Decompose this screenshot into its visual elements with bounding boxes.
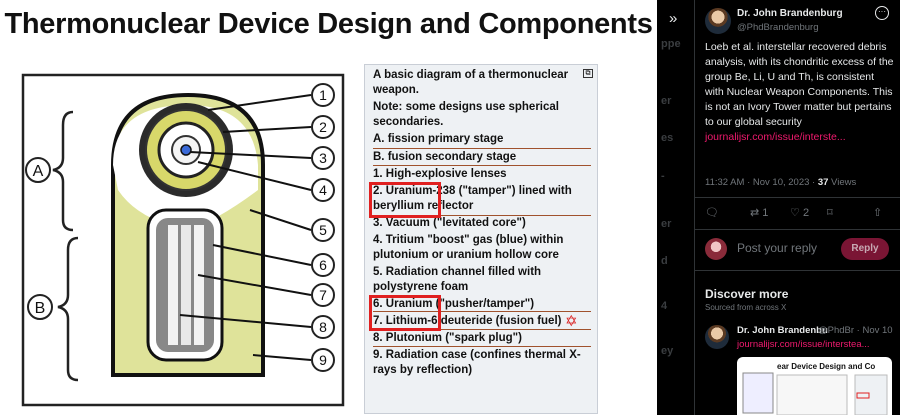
legend-line: 5. Radiation channel filled with xyxy=(373,266,542,278)
retweet-count: 1 xyxy=(762,207,769,219)
post-time[interactable]: 11:32 AM · Nov 10, 2023 · xyxy=(705,177,818,188)
legend-line: Note: some designs use spherical xyxy=(373,101,559,113)
highlight-box-uranium xyxy=(369,295,441,331)
post-text: Loeb et al. interstellar recovered debri… xyxy=(705,41,894,128)
views-count: 37 xyxy=(817,177,829,188)
callout-5: 5 xyxy=(319,222,327,238)
obscured-text: d xyxy=(661,255,668,267)
reply-input[interactable]: Post your reply xyxy=(737,241,818,255)
retweet-icon: ⇄ xyxy=(750,207,760,219)
reply-icon[interactable]: 🗨 xyxy=(705,207,719,219)
more-options-icon[interactable]: ··· xyxy=(875,6,889,20)
legend-line: weapon. xyxy=(373,84,420,96)
bookmark-icon[interactable]: ⌑ xyxy=(827,207,833,219)
thumbnail-diagram xyxy=(742,372,888,415)
expand-image-icon: ⧉ xyxy=(583,69,593,78)
legend-box: ⧉ A basic diagram of a thermonuclear wea… xyxy=(364,64,598,414)
thumbnail-title: ear Device Design and Co xyxy=(777,362,876,371)
callout-8: 8 xyxy=(319,319,327,335)
views-label: Views xyxy=(828,177,857,188)
obscured-text: es xyxy=(661,132,674,144)
obscured-text: er xyxy=(661,95,672,107)
slide-title: Thermonuclear Device Design and Componen… xyxy=(4,8,653,40)
reply-button[interactable]: Reply xyxy=(841,238,889,260)
avatar[interactable] xyxy=(705,325,729,349)
legend-rule xyxy=(373,165,591,166)
discover-heading: Discover more xyxy=(705,287,789,301)
callout-7: 7 xyxy=(319,287,327,303)
post-actions: 🗨 ⇄ 1 ♡ 2 ⌑ ⇧ xyxy=(705,206,895,222)
obscured-text: er xyxy=(661,218,672,230)
related-post-handle[interactable]: @PhdBr · Nov 10 xyxy=(818,325,893,336)
discover-subtitle: Sourced from across X xyxy=(705,303,787,312)
thermonuclear-diagram: A B 1 2 3 4 5 6 xyxy=(21,73,345,407)
heart-icon: ♡ xyxy=(790,207,800,219)
group-label-a: A xyxy=(33,163,44,180)
retweet-button[interactable]: ⇄ 1 xyxy=(750,206,768,219)
legend-line: 3. Vacuum ("levitated core") xyxy=(373,217,526,229)
legend-line: 4. Tritium "boost" gas (blue) within xyxy=(373,234,564,246)
obscured-text: 4 xyxy=(661,300,668,312)
post-meta: 11:32 AM · Nov 10, 2023 · 37 Views xyxy=(705,177,856,188)
side-rail: » ppe er es - er d 4 ey xyxy=(657,0,695,415)
legend-rule xyxy=(373,311,591,312)
related-post-image[interactable]: ear Device Design and Co xyxy=(737,357,892,415)
legend-line: A. fission primary stage xyxy=(373,133,504,145)
legend-line: rays by reflection) xyxy=(373,364,473,376)
post-body: Loeb et al. interstellar recovered debri… xyxy=(705,40,895,145)
like-count: 2 xyxy=(802,207,810,219)
highlight-box-uranium-238 xyxy=(369,182,441,218)
author-name[interactable]: Dr. John Brandenburg xyxy=(737,8,843,19)
callout-2: 2 xyxy=(319,119,327,135)
legend-line: A basic diagram of a thermonuclear xyxy=(373,69,569,81)
callout-3: 3 xyxy=(319,150,327,166)
callout-6: 6 xyxy=(319,257,327,273)
reply-avatar xyxy=(705,238,727,260)
legend-line: 2. Uranium-238 ("tamper") lined with xyxy=(373,185,572,197)
callout-4: 4 xyxy=(319,182,327,198)
legend-rule xyxy=(373,329,591,330)
share-icon[interactable]: ⇧ xyxy=(873,207,883,219)
legend-line: polystyrene foam xyxy=(373,281,469,293)
callout-1: 1 xyxy=(319,87,327,103)
related-post-link[interactable]: journalijsr.com/issue/intersteа... xyxy=(737,339,870,350)
avatar[interactable] xyxy=(705,8,731,34)
like-button[interactable]: ♡ 2 xyxy=(790,206,809,219)
post-link[interactable]: journalijsr.com/issue/interste... xyxy=(705,131,846,143)
group-label-b: B xyxy=(35,300,46,317)
related-post-author[interactable]: Dr. John Brandenbu xyxy=(737,325,828,336)
divider xyxy=(695,197,900,198)
legend-line: beryllium reflector xyxy=(373,200,474,212)
social-post-panel: » ppe er es - er d 4 ey Dr. John Branden… xyxy=(657,0,900,415)
callout-numbers: 1 2 3 4 5 6 7 8 9 xyxy=(311,83,335,372)
legend-line: 9. Radiation case (confines thermal X- xyxy=(373,349,581,361)
legend-rule xyxy=(373,148,591,149)
callout-9: 9 xyxy=(319,352,327,368)
obscured-text: ppe xyxy=(661,38,681,50)
legend-line: B. fusion secondary stage xyxy=(373,151,517,163)
presentation-slide: Thermonuclear Device Design and Componen… xyxy=(4,8,653,414)
expand-icon[interactable]: » xyxy=(669,10,678,27)
legend-line: 6. Uranium ("pusher/tamper") xyxy=(373,298,535,310)
obscured-text: - xyxy=(661,170,665,182)
star-of-david-icon: ✡ xyxy=(565,313,578,330)
legend-rule xyxy=(373,215,591,216)
legend-line: 1. High-explosive lenses xyxy=(373,168,507,180)
divider xyxy=(695,270,900,271)
legend-line: plutonium or uranium hollow core xyxy=(373,249,559,261)
author-handle[interactable]: @PhdBrandenburg xyxy=(737,22,819,33)
legend-line: 7. Lithium-6 deuteride (fusion fuel) xyxy=(373,315,562,327)
legend-line: secondaries. xyxy=(373,116,444,128)
obscured-text: ey xyxy=(661,345,674,357)
legend-rule xyxy=(373,346,591,347)
legend-line: 8. Plutonium ("spark plug") xyxy=(373,332,522,344)
divider xyxy=(695,229,900,230)
